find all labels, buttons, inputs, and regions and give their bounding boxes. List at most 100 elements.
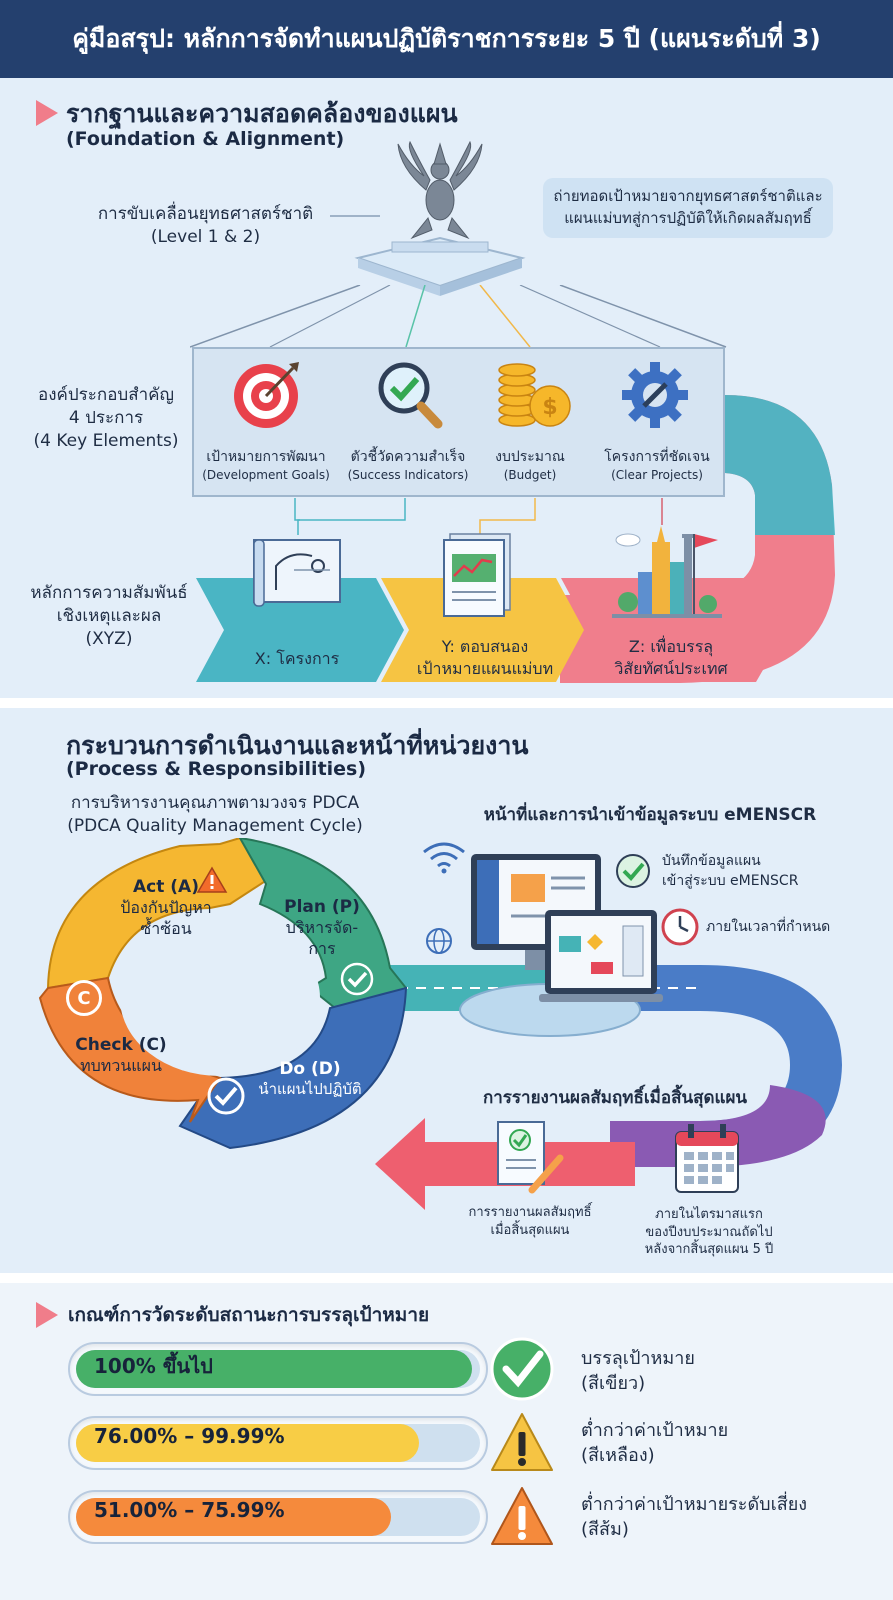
level-status-line2: (สีเหลือง) (581, 1445, 655, 1467)
section3-bullet-icon (36, 1302, 58, 1328)
pdca-act: Act (A) ป้องกันปัญหา ซ้ำซ้อน (96, 876, 236, 940)
level-range: 76.00% – 99.99% (94, 1424, 285, 1448)
bar-fill (76, 1424, 420, 1462)
key-elements-label-2: 4 ประการ (68, 407, 144, 428)
element-connector-lines (190, 285, 727, 348)
section1-subtitle: (Foundation & Alignment) (66, 128, 345, 150)
section2-title: กระบวนการดำเนินงานและหน้าที่หน่วยงาน (66, 731, 529, 760)
wifi-icon (423, 842, 465, 874)
emenscr-title: หน้าที่และการนำเข้าข้อมูลระบบ eMENSCR (483, 805, 817, 825)
section-separator (0, 698, 893, 708)
element-title: โครงการที่ชัดเจน (604, 449, 710, 465)
report-document-icon (497, 1121, 564, 1194)
report-time-line3: หลังจากสิ้นสุดแผน 5 ปี (644, 1242, 774, 1258)
strategy-connector (330, 215, 380, 217)
element-subtitle: (Success Indicators) (347, 468, 469, 482)
pdca-check-title: Check (C) (75, 1035, 167, 1055)
report-doc-line2: เมื่อสิ้นสุดแผน (490, 1222, 570, 1238)
pdca-plan-line2: การ (308, 938, 336, 958)
element-success-indicators: ตัวชี้วัดความสำเร็จ (Success Indicators) (338, 446, 478, 482)
section3-title: เกณฑ์การวัดระดับสถานะการบรรลุเป้าหมาย (68, 1304, 430, 1326)
section-separator-2 (0, 1273, 893, 1283)
pdca-check: Check (C) ทบทวนแผน (46, 1034, 196, 1077)
calendar-icon (675, 1124, 739, 1193)
xyz-x-label: X: โครงการ (222, 648, 372, 670)
strategy-label-text: การขับเคลื่อนยุทธศาสตร์ชาติ (97, 204, 314, 224)
xyz-z-line2: วิสัยทัศน์ประเทศ (614, 658, 728, 678)
level-bar-orange: 51.00% – 75.99% (68, 1490, 488, 1544)
xyz-z-label: Z: เพื่อบรรลุ วิสัยทัศน์ประเทศ (586, 636, 756, 679)
report-chart-icon (443, 533, 511, 617)
callout-line-2: แผนแม่บทสู่การปฏิบัติให้เกิดผลสัมฤทธิ์ (564, 209, 812, 227)
emenscr-item1-line2: เข้าสู่ระบบ eMENSCR (662, 872, 799, 889)
level-range: 100% ขึ้นไป (94, 1354, 213, 1378)
element-subtitle: (Budget) (503, 468, 557, 482)
plan-check-icon (340, 962, 374, 996)
key-elements-label: องค์ประกอบสำคัญ 4 ประการ (4 Key Elements… (20, 384, 192, 453)
pdca-act-title: Act (A) (133, 877, 199, 897)
key-elements-label-3: (4 Key Elements) (33, 430, 179, 451)
element-clear-projects: โครงการที่ชัดเจน (Clear Projects) (592, 446, 722, 482)
pdca-act-line1: ป้องกันปัญหา (120, 898, 212, 918)
report-title: การรายงานผลสัมฤทธิ์เมื่อสิ้นสุดแผน (482, 1088, 748, 1108)
warning-orange-icon (491, 1487, 553, 1545)
report-doc-line1: การรายงานผลสัมฤทธิ์ (468, 1205, 592, 1220)
section2-subtitle: (Process & Responsibilities) (66, 758, 367, 780)
pdca-plan-title: Plan (P) (284, 897, 360, 917)
pdca-do: Do (D) นำแผนไปปฏิบัติ (250, 1058, 370, 1100)
key-elements-label-1: องค์ประกอบสำคัญ (37, 385, 174, 405)
gear-wrench-icon (622, 362, 688, 428)
coins-icon: $ (498, 363, 571, 427)
section1-title: รากฐานและความสอดคล้องของแผน (66, 99, 458, 128)
report-time-line1: ภายในไตรมาสแรก (655, 1207, 763, 1222)
xyz-label-3: (XYZ) (85, 628, 133, 649)
strategy-callout: ถ่ายทอดเป้าหมายจากยุทธศาสตร์ชาติและ แผนแ… (543, 178, 833, 238)
garuda-emblem-icon (354, 140, 526, 296)
level-status-yellow: ต่ำกว่าค่าเป้าหมาย (สีเหลือง) (581, 1418, 728, 1468)
blueprint-icon (253, 539, 341, 607)
emenscr-item-deadline: ภายในเวลาที่กำหนด (706, 919, 831, 935)
svg-text:$: $ (542, 395, 557, 420)
globe-icon (426, 928, 452, 954)
bar-fill (76, 1350, 472, 1388)
level-bar-yellow: 76.00% – 99.99% (68, 1416, 488, 1470)
element-title: เป้าหมายการพัฒนา (206, 449, 326, 465)
level-status-green: บรรลุเป้าหมาย (สีเขียว) (581, 1346, 695, 1396)
pdca-title: การบริหารงานคุณภาพตามวงจร PDCA (PDCA Qua… (50, 792, 380, 838)
xyz-arrows (196, 578, 786, 682)
level-status-line1: บรรลุเป้าหมาย (581, 1348, 695, 1369)
page-header: คู่มือสรุป: หลักการจัดทำแผนปฏิบัติราชการ… (0, 0, 893, 78)
pdca-plan-line1: บริหารจัด- (285, 918, 359, 938)
check-circle-small-icon (616, 854, 650, 888)
warning-icon (196, 866, 228, 893)
xyz-label: หลักการความสัมพันธ์ เชิงเหตุและผล (XYZ) (14, 582, 204, 651)
report-time-label: ภายในไตรมาสแรก ของปีงบประมาณถัดไป หลังจา… (624, 1206, 794, 1259)
report-doc-label: การรายงานผลสัมฤทธิ์ เมื่อสิ้นสุดแผน (440, 1204, 620, 1239)
pdca-do-line1: นำแผนไปปฏิบัติ (258, 1080, 362, 1099)
pdca-do-title: Do (D) (279, 1059, 341, 1079)
level-status-line2: (สีเขียว) (581, 1373, 646, 1395)
xyz-label-1: หลักการความสัมพันธ์ (30, 583, 188, 603)
city-flag-icon (612, 526, 722, 618)
xyz-label-2: เชิงเหตุและผล (56, 605, 162, 626)
target-icon (234, 362, 299, 428)
page-title: คู่มือสรุป: หลักการจัดทำแผนปฏิบัติราชการ… (72, 24, 821, 53)
pdca-plan: Plan (P) บริหารจัด- การ (262, 896, 382, 960)
element-budget: งบประมาณ (Budget) (470, 446, 590, 482)
xyz-x-line1: X: โครงการ (254, 649, 340, 668)
callout-line-1: ถ่ายทอดเป้าหมายจากยุทธศาสตร์ชาติและ (553, 187, 823, 206)
xyz-y-label: Y: ตอบสนอง เป้าหมายแผนแม่บท (400, 636, 570, 679)
computer-monitor-icon (459, 854, 663, 1037)
magnifier-check-icon (378, 362, 443, 429)
warning-yellow-icon (491, 1413, 553, 1471)
level-bar-green: 100% ขึ้นไป (68, 1342, 488, 1396)
level-range: 51.00% – 75.99% (94, 1498, 285, 1522)
element-title: งบประมาณ (495, 449, 565, 465)
check-cycle-icon: C (66, 980, 102, 1016)
xyz-y-line1: Y: ตอบสนอง (441, 637, 529, 656)
bar-track (76, 1498, 480, 1536)
pdca-title-text: การบริหารงานคุณภาพตามวงจร PDCA (70, 793, 360, 813)
pdca-check-line1: ทบทวนแผน (80, 1056, 162, 1076)
bar-fill (76, 1498, 392, 1536)
element-development-goals: เป้าหมายการพัฒนา (Development Goals) (196, 446, 336, 482)
